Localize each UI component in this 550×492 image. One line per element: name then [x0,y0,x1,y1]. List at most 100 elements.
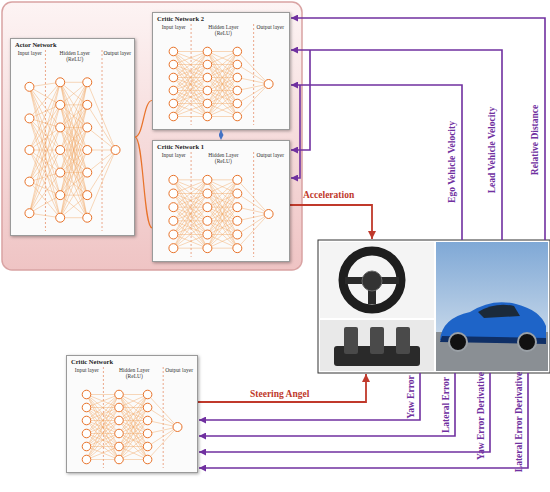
layer-label: Output layer [252,152,288,158]
synapse [119,395,148,434]
network-connector [221,130,222,140]
synapse [60,195,87,218]
neuron [56,123,65,132]
neuron [83,78,92,87]
signal-wire [199,373,490,452]
neuron [83,100,92,109]
synapse [173,51,207,52]
synapse [87,150,115,173]
layer-label: Input layer [156,24,192,30]
synapse [29,150,60,218]
neuron [82,429,91,438]
ground [436,332,548,371]
neuron [169,60,178,69]
synapse [237,52,268,85]
layer-label: Output layer [252,24,288,30]
synapse [148,408,178,428]
layer-label: Output layer [161,367,197,373]
synapse [29,127,60,213]
synapse [207,180,237,248]
neuron [169,216,178,225]
neuron [25,146,34,155]
synapse [173,91,207,117]
synapse [173,65,207,117]
synapse [207,104,237,117]
sky [436,242,548,371]
synapse [60,105,87,218]
neuron [233,175,242,184]
synapse [173,116,207,117]
synapse [173,180,207,248]
synapse [60,82,87,150]
synapse [87,395,120,408]
neuron [203,99,212,108]
synapse [29,150,60,173]
synapse [87,408,120,460]
neuron [111,146,120,155]
synapse [173,180,207,221]
image-frame [318,240,550,373]
synapse [173,52,207,91]
neuron [115,429,124,438]
neuron [203,112,212,121]
synapse [173,104,207,117]
neuron [143,403,152,412]
synapse [87,459,120,460]
neuron [203,175,212,184]
synapse [207,52,237,65]
synapse [119,395,148,460]
synapse [173,207,207,248]
neuron [25,114,34,123]
neuron [83,123,92,132]
neuron [169,86,178,95]
synapse [173,180,207,207]
neuron [203,47,212,56]
synapse [207,78,237,117]
synapse [87,150,115,218]
synapse [173,180,207,235]
layer-label: Hidden Layer (ReLU) [57,50,93,63]
car-wheel [449,333,467,351]
network-box: Critic Network 2Input layerHidden Layer … [152,12,290,130]
layer-label: Hidden Layer (ReLU) [116,367,152,380]
neuron [203,86,212,95]
synapse [237,65,268,85]
neuron [143,442,152,451]
neuron [233,203,242,212]
signal-label: Lateral Error [441,377,451,433]
synapse [207,180,237,248]
synapse [173,180,207,207]
neuron [56,100,65,109]
synapse [173,235,207,249]
synapse [87,395,120,434]
network-title: Critic Network [71,358,113,365]
actor-critic-panel [2,2,302,270]
synapse [87,127,115,150]
neuron [56,213,65,222]
synapse [87,395,120,460]
synapse [173,180,207,194]
neuron [83,168,92,177]
synapse [173,91,207,117]
synapse [173,52,207,104]
neuron [233,244,242,253]
synapse [60,82,87,195]
signal-wire [199,373,455,436]
neuron [56,191,65,200]
synapse [207,78,237,117]
wheel-panel [320,242,434,318]
neuron [233,230,242,239]
signal-wire [291,85,300,178]
synapse [119,421,148,460]
synapse [87,447,120,460]
neuron [173,423,182,432]
synapse [29,195,60,213]
layer-label: Hidden Layer (ReLU) [205,152,241,165]
synapse [173,52,207,78]
synapse [173,180,207,194]
neuron [203,230,212,239]
signal-wire [291,18,545,240]
neuron [82,390,91,399]
synapse [173,52,207,104]
neuron [233,60,242,69]
